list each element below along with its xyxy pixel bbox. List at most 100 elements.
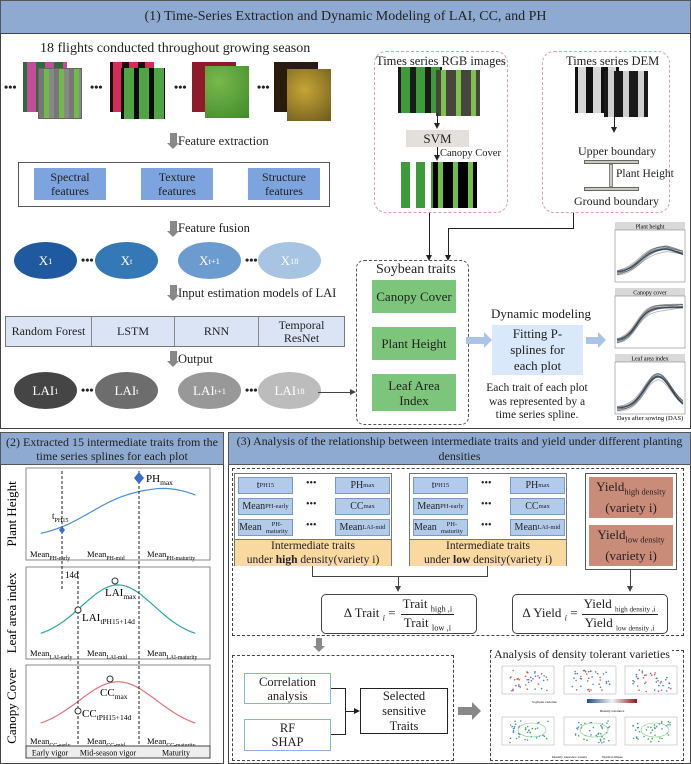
spline-line [616, 246, 684, 273]
scatter-point [669, 722, 671, 724]
scatter-point [670, 687, 672, 690]
colorbar-label: Density tolerance [600, 709, 625, 713]
scatter-point [512, 731, 515, 733]
text-sub: PH-early [49, 556, 70, 562]
mean-label-1: MeanLAI-mid [87, 648, 127, 661]
text-sub: high density [624, 486, 666, 497]
spline-line [616, 307, 684, 341]
scatter-point [656, 677, 658, 679]
scatter-point [512, 730, 515, 732]
text-sub: high density ,i [615, 605, 656, 614]
scatter-point [542, 679, 545, 682]
cc-tph15-marker-icon [74, 707, 82, 715]
scatter-point [643, 735, 645, 738]
trait-curve [40, 681, 196, 724]
lai-tph15-label: LAItPH15+14d [82, 612, 135, 626]
connector-line [312, 576, 487, 577]
spline-line [616, 304, 684, 341]
scatter-point [601, 689, 603, 691]
yield-low-line1: Yieldlow density [597, 527, 664, 548]
scatter-point [632, 725, 634, 727]
scatter-point [608, 739, 610, 742]
rgb-images-box [374, 51, 508, 213]
spline-line [616, 248, 684, 273]
scatter-point [587, 677, 590, 680]
section1-header: (1) Time-Series Extraction and Dynamic M… [0, 0, 691, 34]
scatter-panel-2 [624, 665, 678, 695]
text: PH [146, 473, 160, 485]
scatter-point [608, 726, 611, 728]
scatter-point [573, 677, 575, 679]
scatter-point [575, 679, 577, 682]
node-label: X [120, 252, 131, 268]
ccmax-label: CCmax [100, 687, 128, 701]
text-sub: max [115, 692, 128, 701]
scatter-point [605, 671, 607, 674]
dem-box-title: Times series DEM [566, 54, 660, 68]
scatter-point [633, 681, 635, 683]
scatter-point [638, 669, 641, 671]
scatter-point [667, 720, 670, 723]
spline-line [616, 307, 684, 341]
scatter-point [645, 674, 647, 676]
models-bar: Random Forest LSTM RNN Temporal ResNet [5, 316, 345, 347]
scatter-point [660, 689, 663, 692]
feature-extraction-label: Feature extraction [178, 134, 269, 148]
scatter-point [645, 690, 647, 693]
node-label-sub: t [136, 385, 139, 396]
scatter-point [586, 673, 588, 675]
arrow-down-icon [611, 127, 617, 133]
scatter-point [636, 722, 639, 725]
scatter-point [537, 683, 540, 685]
trait-panel-ylabel: Leaf area index [4, 572, 19, 653]
mini-chart-title: Canopy cover [633, 291, 667, 297]
scatter-point [580, 685, 582, 688]
denominator: Yield low density ,i [585, 615, 655, 633]
ground-boundary-bar [584, 187, 639, 191]
text: Mean [417, 501, 441, 512]
scatter-point [530, 679, 533, 682]
down-arrow-icon [170, 221, 177, 233]
node-label-sub: 1 [54, 385, 59, 396]
scatter-point [643, 674, 646, 677]
scatter-point [638, 689, 640, 691]
ground-boundary-label: Ground boundary [574, 194, 659, 208]
connector-line [614, 117, 615, 129]
canopy-image-front [433, 162, 477, 208]
flight-image-early-front [38, 68, 82, 119]
scatter-point [637, 677, 640, 680]
normal-ellipse [579, 722, 609, 738]
yield-low-density: Yieldlow density (variety i) [589, 525, 673, 566]
text: Yield [597, 527, 626, 543]
scatter-point [526, 725, 529, 728]
text: Mean [339, 522, 363, 533]
low-label-line1: Intermediate traits [446, 540, 530, 552]
ellipsis-icon: ••• [481, 499, 492, 510]
mini-chart-title: Leaf area index [631, 356, 668, 363]
node-label: LAI [274, 382, 297, 398]
scatter-point [528, 729, 530, 732]
text-sub: max [538, 482, 550, 489]
scatter-point [606, 722, 608, 724]
text-sub: PH15 [259, 482, 275, 489]
upper-boundary-label: Upper boundary [578, 144, 657, 158]
scatter-point [518, 679, 521, 681]
scatter-point [512, 689, 514, 692]
scatter-point [540, 687, 543, 690]
text-sub: PH-early [440, 503, 464, 510]
connector-line [345, 711, 356, 712]
scatter-point [514, 720, 516, 723]
connector-line [331, 734, 346, 735]
scatter-point [518, 733, 521, 736]
text: LAI [105, 587, 124, 599]
text: t [431, 480, 435, 491]
scatter-frame [624, 716, 678, 746]
down-arrow-icon [170, 133, 177, 145]
